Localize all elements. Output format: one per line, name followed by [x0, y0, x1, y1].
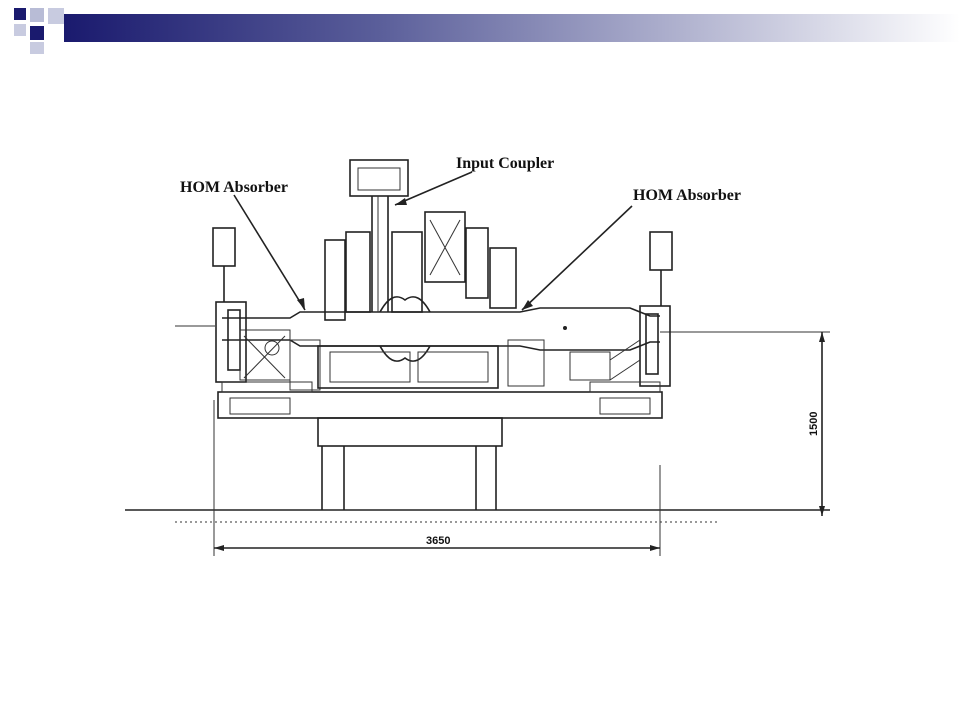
header-square-light-4	[30, 42, 44, 54]
dimension-width-label: 3650	[426, 535, 450, 547]
right-end-assembly	[507, 231, 673, 393]
dimension-lines	[213, 332, 825, 556]
coupler-tower	[317, 159, 517, 389]
slide-header-decoration	[14, 8, 960, 54]
leader-lines	[233, 171, 633, 311]
header-square-light-2	[48, 8, 64, 24]
header-square-dark-1	[14, 8, 26, 20]
header-square-light-3	[14, 24, 26, 36]
hom-absorber-right-label: HOM Absorber	[633, 187, 741, 204]
beam-pipe	[222, 296, 660, 362]
floor-line	[125, 325, 830, 523]
input-coupler-label: Input Coupler	[456, 155, 554, 172]
header-square-light-1	[30, 8, 44, 22]
dimension-height-label: 1500	[808, 412, 820, 436]
support-table	[217, 391, 663, 510]
left-end-assembly	[212, 227, 321, 393]
hom-absorber-left-label: HOM Absorber	[180, 179, 288, 196]
header-gradient-bar	[64, 14, 960, 42]
header-square-dark-2	[30, 26, 44, 40]
